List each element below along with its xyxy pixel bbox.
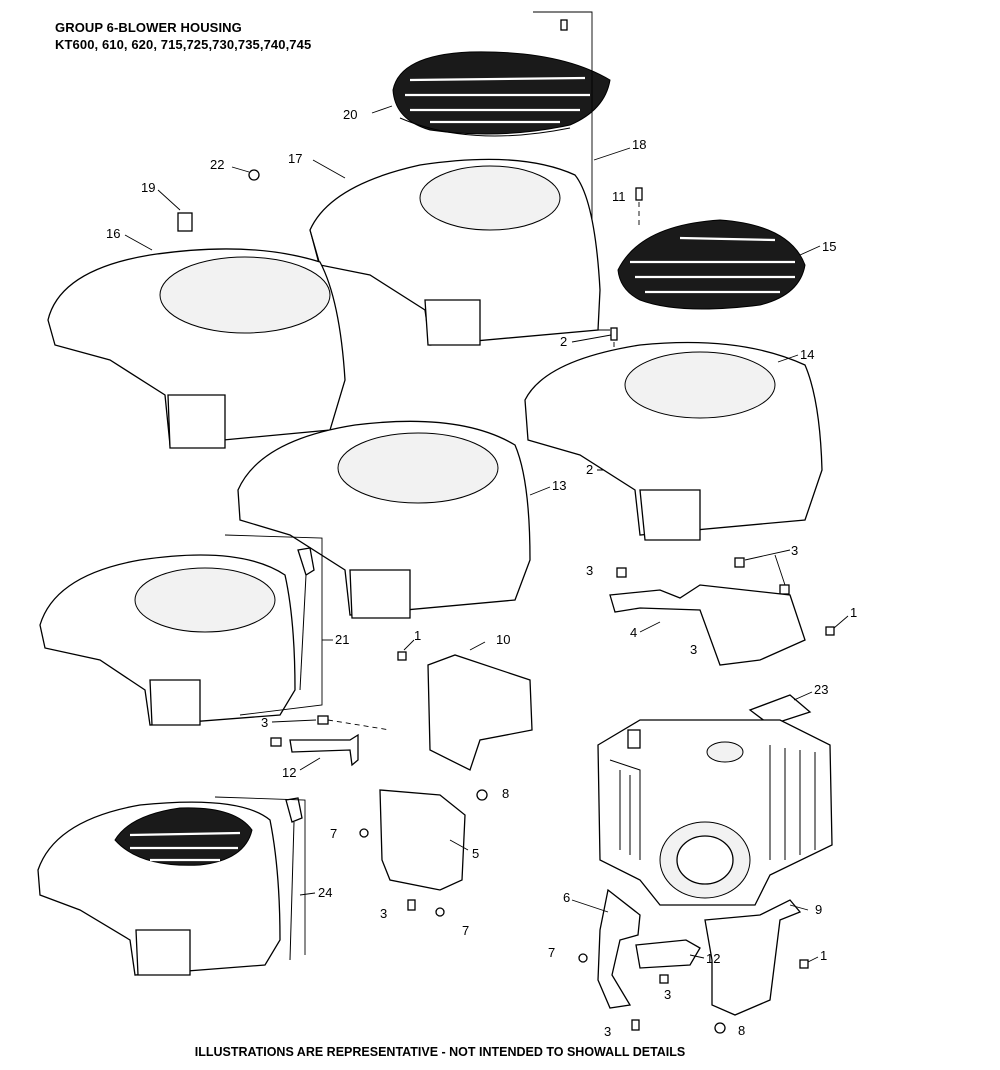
callout-3: 3 [664,987,671,1002]
part-18-leader [533,11,610,331]
callout-2: 2 [560,334,567,349]
callout-7: 7 [548,945,555,960]
part-19-clip [177,212,193,232]
callout-3: 3 [690,642,697,657]
callout-21: 21 [335,632,349,647]
part-9-shield [704,899,802,1016]
callout-1: 1 [414,628,421,643]
callout-23: 23 [814,682,828,697]
disclaimer-footer: ILLUSTRATIONS ARE REPRESENTATIVE - NOT I… [194,1045,686,1059]
callout-12: 12 [706,951,720,966]
callout-8: 8 [502,786,509,801]
callout-3: 3 [791,543,798,558]
callout-2: 2 [586,462,593,477]
part-6-shield [597,888,641,1009]
part-1-screw [397,651,407,661]
part-4-baffle [609,584,806,666]
callout-11: 11 [612,189,626,204]
callout-15: 15 [822,239,836,254]
diagram-title: GROUP 6-BLOWER HOUSING [55,20,242,35]
part-12-bracket-right [635,939,701,969]
part-20-grille-top [392,51,611,137]
callout-3: 3 [380,906,387,921]
part-17-blower-housing [309,158,601,346]
callout-9: 9 [815,902,822,917]
callout-8: 8 [738,1023,745,1038]
callout-1: 1 [820,948,827,963]
screw-top [560,19,568,31]
part-10-cover [427,654,533,771]
part-13-blower-housing [237,420,531,619]
part-22-screw [248,169,260,181]
part-21-blower-housing-with-dipstick [39,547,315,726]
part-11-screw [635,187,643,201]
part-7-screws [359,828,588,963]
callout-22: 22 [210,157,224,172]
part-1-screw-right [825,626,835,636]
callout-7: 7 [330,826,337,841]
callout-20: 20 [343,107,357,122]
part-24-blower-housing-with-grille [37,797,303,976]
callout-24: 24 [318,885,332,900]
callout-19: 19 [141,180,155,195]
callout-6: 6 [563,890,570,905]
callout-18: 18 [632,137,646,152]
callout-1: 1 [850,605,857,620]
engine-block [597,719,833,906]
callout-16: 16 [106,226,120,241]
callout-17: 17 [288,151,302,166]
callout-5: 5 [472,846,479,861]
part-14-blower-housing [524,341,823,541]
callout-10: 10 [496,632,510,647]
part-5-shield [379,789,466,891]
callout-14: 14 [800,347,814,362]
callout-7: 7 [462,923,469,938]
callout-4: 4 [630,625,637,640]
part-12-bracket [270,715,359,767]
part-16-blower-housing [47,248,346,449]
callout-13: 13 [552,478,566,493]
callout-3: 3 [261,715,268,730]
part-8-screws [476,789,726,1034]
callout-3: 3 [586,563,593,578]
part-1-screw-lower [799,959,809,969]
part-15-grille [617,219,806,310]
model-list: KT600, 610, 620, 715,725,730,735,740,745 [55,37,312,52]
callout-12: 12 [282,765,296,780]
callout-3: 3 [604,1024,611,1039]
